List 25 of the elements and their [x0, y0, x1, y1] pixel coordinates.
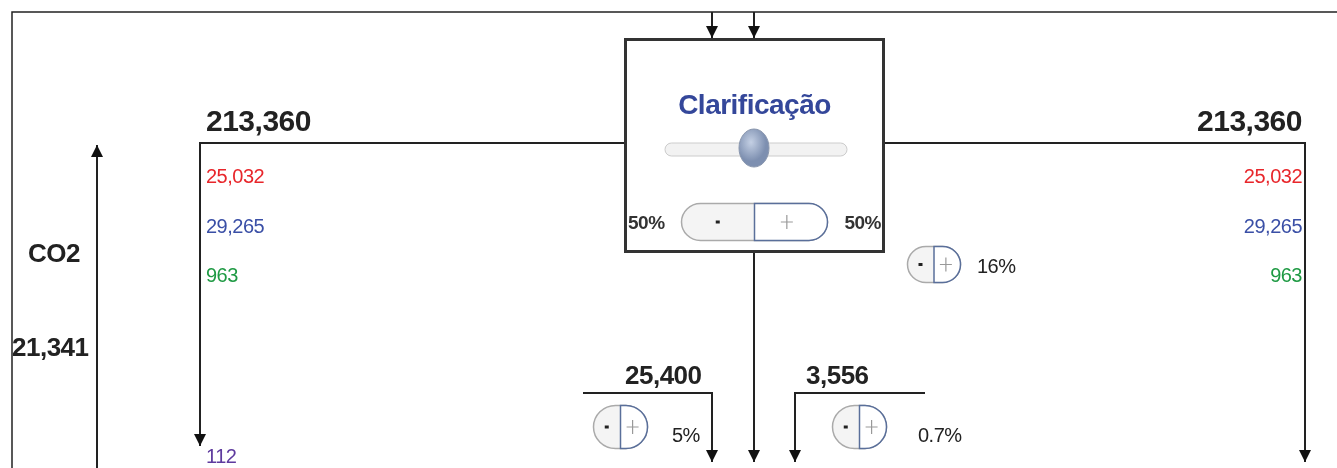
component-value: 963	[1270, 265, 1302, 285]
flow-arrow	[884, 142, 1311, 463]
flow-value: 213,360	[206, 106, 311, 136]
split-percent: 16%	[977, 256, 1016, 276]
component-value: 25,032	[1243, 166, 1302, 186]
component-value: 963	[206, 265, 238, 285]
flow-arrow	[748, 252, 760, 463]
component-value: 25,032	[206, 166, 265, 186]
flow-value: 25,400	[625, 362, 702, 388]
split-percent: 0.7%	[918, 425, 962, 445]
flow-value: 21,341	[12, 334, 89, 360]
process-box	[624, 38, 885, 253]
process-title: Clarificação	[678, 91, 831, 119]
component-value: 112	[200, 446, 242, 467]
split-percent: 5%	[672, 425, 700, 445]
component-value: 29,265	[206, 216, 265, 236]
component-value: 29,265	[1243, 216, 1302, 236]
flow-arrow	[194, 142, 625, 447]
flow-arrow	[706, 11, 718, 39]
flow-arrow	[748, 11, 760, 39]
split-percent: 50%	[628, 213, 665, 232]
flow-value: 3,556	[806, 362, 869, 388]
stream-name: CO2	[28, 240, 80, 266]
flow-value: 213,360	[1197, 106, 1302, 136]
split-percent: 50%	[844, 213, 881, 232]
